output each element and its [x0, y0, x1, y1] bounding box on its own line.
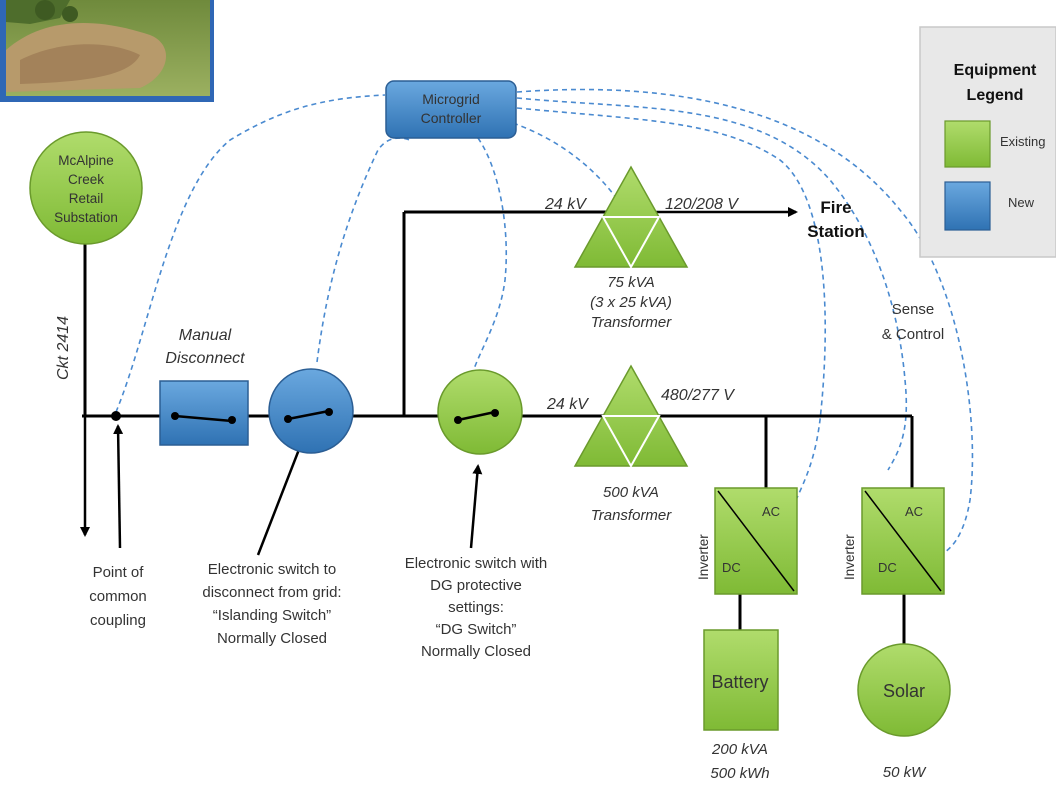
inverter-battery: AC DC — [714, 487, 798, 595]
text-line: Legend — [967, 87, 1024, 104]
text-line: disconnect from grid: — [202, 584, 341, 601]
text-line: Microgrid — [422, 91, 480, 107]
text-line: Point of — [93, 564, 145, 581]
fire-transformer-rating: 75 kVA (3 x 25 kVA) Transformer — [590, 274, 672, 331]
inverter-1-label: Inverter — [696, 534, 711, 580]
landscape-photo-thumbnail — [0, 0, 214, 102]
fire-transformer-primary-voltage: 24 kV — [544, 196, 587, 213]
solar-label: Solar — [883, 681, 925, 701]
text-line: coupling — [90, 612, 146, 629]
text-line: Retail — [69, 191, 104, 206]
pcc-node — [111, 411, 121, 421]
text-line: 200 kVA — [711, 741, 768, 758]
main-transformer-secondary-voltage: 480/277 V — [661, 387, 735, 404]
text-line: 75 kVA — [607, 274, 655, 291]
text-line: Station — [807, 222, 865, 241]
text-line: 500 kVA — [603, 484, 659, 501]
battery-label: Battery — [711, 672, 768, 692]
pcc-pointer-arrow — [113, 424, 124, 549]
pcc-label: Point of common coupling — [89, 564, 147, 629]
arrows — [80, 207, 798, 556]
inverter-solar: AC DC — [861, 487, 945, 595]
legend-label-new: New — [1008, 195, 1035, 210]
inverter-2-dc: DC — [878, 560, 897, 575]
islanding-switch-label: Electronic switch to disconnect from grid… — [202, 561, 341, 647]
islanding-pointer-arrow — [256, 432, 307, 556]
manual-disconnect — [159, 380, 249, 446]
text-line: “Islanding Switch” — [213, 607, 331, 624]
main-transformer — [573, 364, 689, 469]
text-line: Disconnect — [165, 350, 245, 367]
text-line: “DG Switch” — [436, 621, 517, 638]
dg-switch — [437, 369, 523, 455]
text-line: Creek — [68, 172, 104, 187]
main-transformer-rating: 500 kVA Transformer — [591, 484, 673, 524]
main-transformer-primary-voltage: 24 kV — [546, 396, 589, 413]
inverter-2-ac: AC — [905, 504, 923, 519]
text-line: Sense — [892, 301, 935, 318]
inverter-1-dc: DC — [722, 560, 741, 575]
text-line: Transformer — [591, 507, 673, 524]
text-line: Electronic switch with — [405, 555, 548, 572]
battery — [703, 629, 779, 731]
legend-swatch-new — [944, 181, 991, 231]
text-line: Equipment — [954, 62, 1037, 79]
text-line: McAlpine — [58, 153, 114, 168]
solar — [857, 643, 951, 737]
dg-pointer-arrow — [469, 464, 483, 549]
text-line: Controller — [421, 110, 482, 126]
inverter-1-ac: AC — [762, 504, 780, 519]
text-line: DG protective — [430, 577, 522, 594]
text-line: 500 kWh — [710, 765, 769, 782]
text-line: & Control — [882, 326, 945, 343]
islanding-switch — [268, 368, 354, 454]
text-line: common — [89, 588, 147, 605]
circuit-label: Ckt 2414 — [55, 316, 72, 380]
text-line: settings: — [448, 599, 504, 616]
solar-rating: 50 kW — [883, 764, 927, 781]
text-line: Substation — [54, 210, 118, 225]
control-lines — [115, 88, 974, 553]
text-line: Normally Closed — [217, 630, 327, 647]
inverter-2-label: Inverter — [842, 534, 857, 580]
sense-control-label: Sense & Control — [882, 301, 945, 343]
text-line: Electronic switch to — [208, 561, 336, 578]
legend-label-existing: Existing — [1000, 134, 1046, 149]
text-line: Fire — [820, 198, 851, 217]
text-line: Manual — [179, 327, 232, 344]
legend-swatch-existing — [944, 120, 991, 168]
text-line: Normally Closed — [421, 643, 531, 660]
text-line: (3 x 25 kVA) — [590, 294, 672, 311]
battery-rating: 200 kVA 500 kWh — [710, 741, 769, 782]
dg-switch-label: Electronic switch with DG protective setti… — [405, 555, 548, 660]
fire-station-transformer — [573, 165, 689, 270]
text-line: Transformer — [591, 314, 673, 331]
fire-transformer-secondary-voltage: 120/208 V — [665, 196, 739, 213]
